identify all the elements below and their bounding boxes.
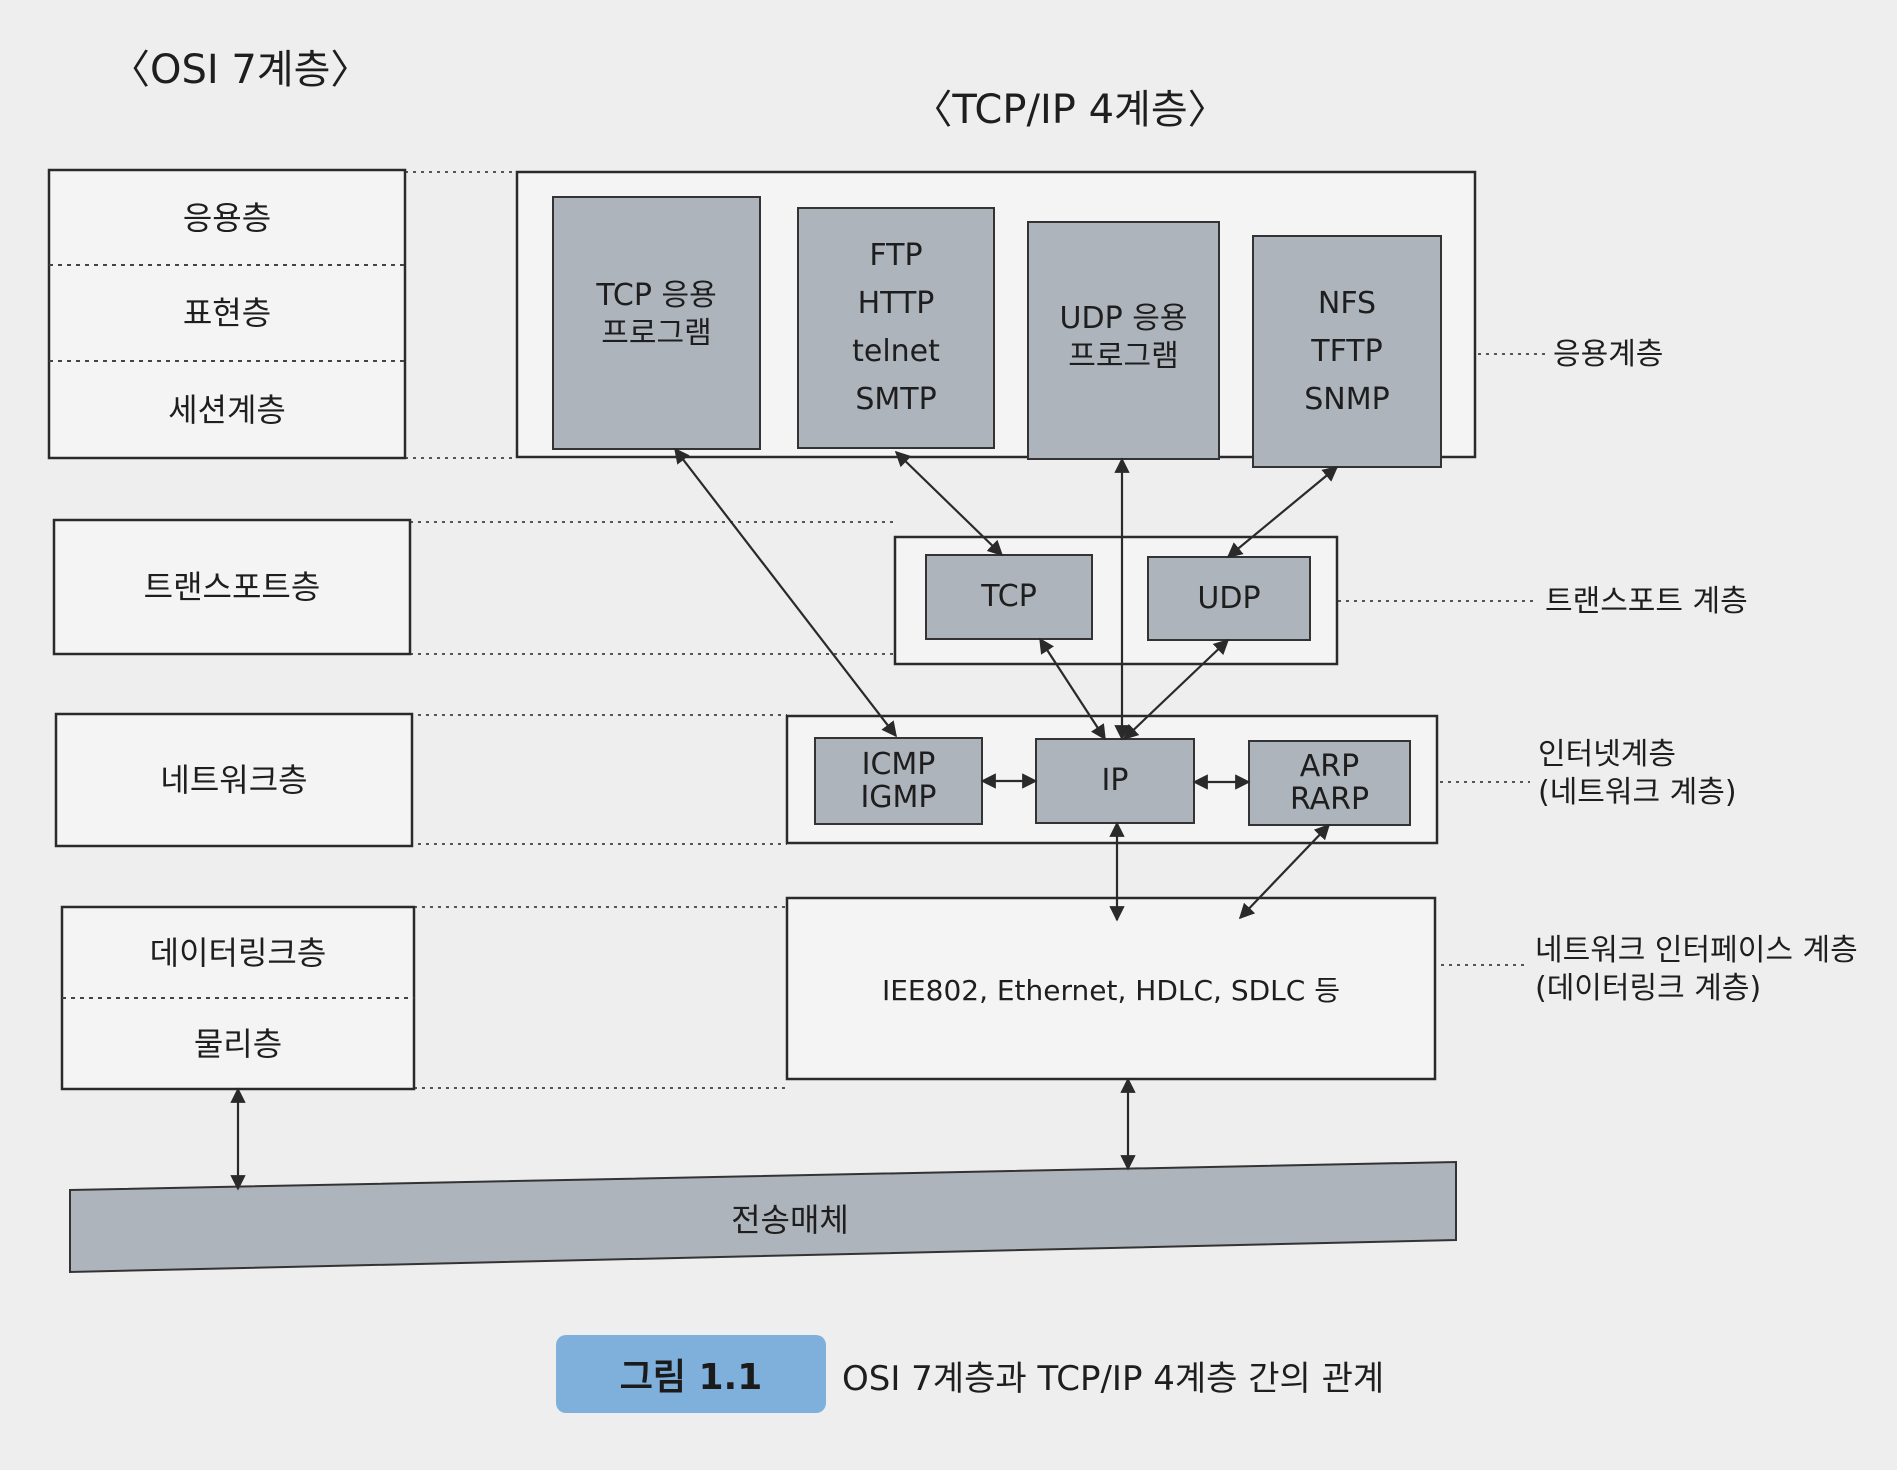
osi-transport-label: 트랜스포트층 xyxy=(143,568,321,606)
side-internet-label: 인터넷계층 (네트워크 계층) xyxy=(1538,736,1798,832)
ip-label: IP xyxy=(1101,763,1129,799)
medium-label: 전송매체 xyxy=(731,1201,849,1239)
side-interface-line-1: 네트워크 인터페이스 계층 xyxy=(1535,933,1858,968)
udp-app-box xyxy=(1027,221,1220,460)
ftp-label: FTP xyxy=(869,238,923,273)
medium-bar xyxy=(69,1160,1457,1274)
osi-session-label: 세션계층 xyxy=(168,390,286,429)
arp-label: ARP xyxy=(1299,749,1360,784)
http-label: HTTP xyxy=(857,286,935,321)
osi-presentation-label: 표현층 xyxy=(182,294,272,332)
icmp-igmp-box xyxy=(814,737,983,825)
udp-label: UDP xyxy=(1197,580,1261,616)
figure-caption: OSI 7계층과 TCP/IP 4계층 간의 관계 xyxy=(842,1358,1385,1399)
tftp-label: TFTP xyxy=(1311,333,1383,369)
side-interface-label: 네트워크 인터페이스 계층 (데이터링크 계층) xyxy=(1535,932,1875,1032)
nfs-label: NFS xyxy=(1317,285,1377,321)
snmp-label: SNMP xyxy=(1304,381,1390,417)
tcp-app-line-1: TCP 응용 xyxy=(596,278,717,313)
tcp-app-line-2: 프로그램 xyxy=(601,315,712,351)
tcp-protocols-box xyxy=(797,207,995,449)
dotted-connectors xyxy=(405,171,1545,1089)
figure-number-badge: 그림 1.1 xyxy=(556,1335,826,1413)
tcp-box xyxy=(925,554,1093,640)
osi-network-label: 네트워크층 xyxy=(160,761,308,799)
udp-protocols-box xyxy=(1252,235,1442,468)
side-internet-line-2: (네트워크 계층) xyxy=(1538,774,1737,810)
igmp-label: IGMP xyxy=(860,780,937,815)
arrows xyxy=(230,447,1339,1191)
osi-heading: 〈OSI 7계층〉 xyxy=(110,47,371,93)
udp-protocols-label: NFS TFTP SNMP xyxy=(1253,236,1441,467)
tcpip-heading: 〈TCP/IP 4계층〉 xyxy=(912,87,1228,133)
interface-panel xyxy=(785,896,1437,1081)
osi-application-label: 응용층 xyxy=(182,198,272,237)
tcp-protocols-label: FTP HTTP telnet SMTP xyxy=(798,208,994,448)
osi-upper-box xyxy=(47,168,407,460)
arp-rarp-box xyxy=(1248,740,1411,826)
udp-app-line-2: 프로그램 xyxy=(1068,338,1179,374)
udp-app-label: UDP 응용 프로그램 xyxy=(1028,222,1219,459)
arp-rarp-label: ARP RARP xyxy=(1249,741,1410,825)
telnet-label: telnet xyxy=(852,334,940,369)
icmp-igmp-label: ICMP IGMP xyxy=(815,738,982,824)
smtp-label: SMTP xyxy=(855,382,937,417)
side-interface-line-2: (데이터링크 계층) xyxy=(1535,970,1762,1006)
osi-transport-box xyxy=(52,518,412,656)
tcp-app-box xyxy=(552,196,761,450)
tcp-label: TCP xyxy=(981,579,1037,615)
udp-app-line-1: UDP 응용 xyxy=(1059,301,1188,336)
osi-network-box xyxy=(54,712,414,848)
interface-protocols-label: IEE802, Ethernet, HDLC, SDLC 등 xyxy=(881,973,1340,1007)
rarp-label: RARP xyxy=(1289,782,1370,817)
side-transport-label: 트랜스포트 계층 xyxy=(1545,584,1748,620)
osi-datalink-label: 데이터링크층 xyxy=(149,933,327,972)
side-application-label: 응용계층 xyxy=(1553,337,1664,373)
side-internet-line-1: 인터넷계층 xyxy=(1538,737,1676,772)
tcp-app-label: TCP 응용 프로그램 xyxy=(553,197,760,449)
osi-physical-label: 물리층 xyxy=(193,1024,283,1063)
icmp-label: ICMP xyxy=(861,747,936,782)
application-boxes xyxy=(552,196,1442,468)
